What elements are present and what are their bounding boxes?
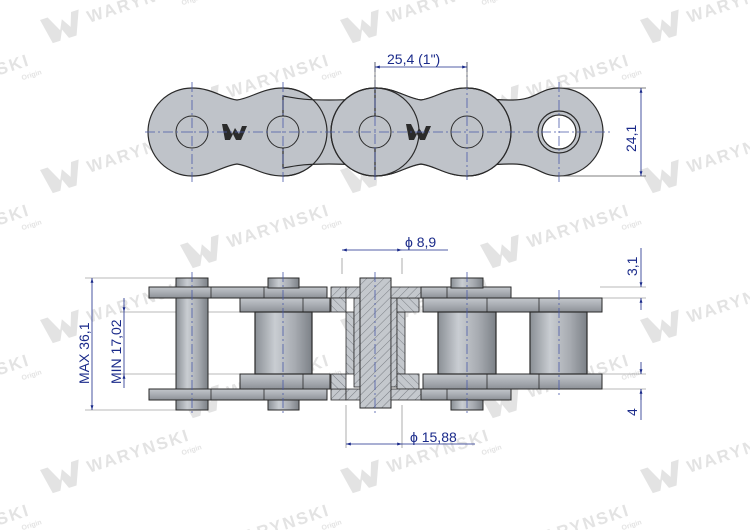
watermark-brand: WARYNSKI [225,201,333,252]
side-view: ϕ 8,9 ϕ 15,88 MAX 36,1 MIN 17,02 3,1 [76,234,646,448]
watermark-brand: WARYNSKI [685,126,750,177]
watermark-brand: WARYNSKI [85,0,193,27]
warynski-logo-icon [340,459,379,494]
warynski-logo-icon [40,159,79,194]
outer-plate [420,286,512,299]
warynski-logo-icon [340,159,379,194]
pin-diameter-label: ϕ 8,9 [405,234,436,250]
inner-plate [239,297,331,313]
min-width-label: MIN 17,02 [108,319,124,384]
watermark-brand: WARYNSKI [525,201,633,252]
roller-diameter-label: ϕ 15,88 [410,429,457,445]
warynski-logo-icon [640,159,679,194]
warynski-logo-icon [340,9,379,44]
pin-section [359,277,392,409]
pitch-dimension: 25,4 (1") [374,51,468,88]
pitch-label: 25,4 (1") [387,51,440,67]
roller-diameter-dimension: ϕ 15,88 [346,429,475,446]
roller [254,311,313,375]
warynski-logo-icon [40,459,79,494]
top-view: 25,4 (1") 24,1 [145,51,646,182]
warynski-logo-icon [640,9,679,44]
warynski-logo-icon [480,234,519,269]
inner-plate [239,373,331,390]
watermark-origin: Origin [21,519,43,530]
watermark-origin: Origin [481,0,503,7]
pin-diameter-dimension: ϕ 8,9 [342,234,448,252]
warynski-logo-icon [180,234,219,269]
top-offset-label: 3,1 [624,256,640,276]
plate-thickness-label: 4 [624,408,640,416]
watermark-origin: Origin [621,519,643,530]
warynski-logo-icon [40,9,79,44]
watermark-brand: WARYNSKI [685,276,750,327]
plate-height-label: 24,1 [623,125,639,152]
top-offset-dimension: 3,1 [624,248,643,310]
warynski-logo-icon [480,384,519,419]
watermark-brand: WARYNSKI [685,426,750,477]
outer-plate [148,286,328,299]
watermark-brand: WARYNSKI [225,501,333,530]
warynski-logo-icon [40,309,79,344]
w-logo-icon [222,124,247,140]
outer-plate [148,388,328,401]
pin-head [267,399,300,411]
warynski-logo-icon [640,309,679,344]
min-width-dimension: MIN 17,02 [108,298,126,388]
plate-thickness-dimension: 4 [624,362,643,420]
watermark-brand: WARYNSKI [85,426,193,477]
watermark-brand: WARYNSKI [385,0,493,27]
roller [529,311,588,375]
watermark-brand: WARYNSKI [525,501,633,530]
watermark-origin: Origin [321,519,343,530]
outer-plate [420,388,512,401]
max-width-label: MAX 36,1 [76,322,92,384]
plate-height-dimension: 24,1 [559,87,646,177]
watermark-brand: WARYNSKI [685,0,750,27]
warynski-logo-icon [640,459,679,494]
pin-head [267,277,300,289]
max-width-dimension: MAX 36,1 [76,278,94,410]
sectioned-pin-joint [330,277,422,409]
inner-plate [422,373,603,390]
inner-plate [422,297,603,313]
watermark-origin: Origin [181,0,203,7]
